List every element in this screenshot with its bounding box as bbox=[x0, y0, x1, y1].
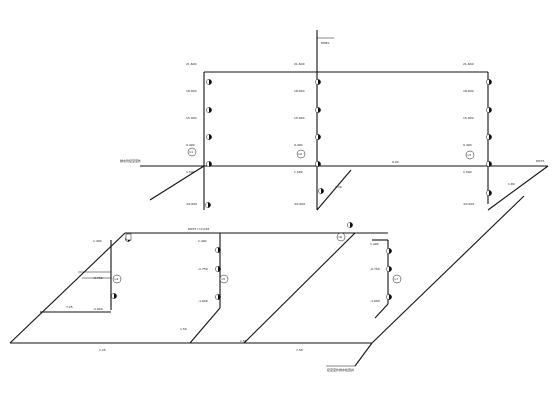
upper-fixtures bbox=[205, 79, 492, 208]
lower-dim-2: 1.50 bbox=[180, 327, 187, 331]
elev-right-2: 15.000 bbox=[463, 116, 474, 120]
fixture-symbol bbox=[206, 134, 212, 140]
fixture-symbol bbox=[215, 247, 221, 253]
fixture-symbol bbox=[315, 161, 321, 167]
riser-tag-l1: L1 bbox=[190, 150, 194, 154]
fixture-symbol bbox=[206, 79, 212, 85]
fixture-symbol bbox=[315, 107, 321, 113]
lower-fixtures bbox=[111, 222, 392, 300]
lower-outlet-note: 接至室外排水检查井 bbox=[327, 367, 354, 372]
elevations-mid-riser: 21.600 18.000 15.000 9.400 1.500 ±0.000 bbox=[294, 62, 305, 206]
cleanout-box bbox=[125, 233, 132, 241]
riser-tag-circle bbox=[336, 232, 346, 242]
elev-mid-0: 21.600 bbox=[294, 62, 305, 66]
upper-right-note: DN75 bbox=[536, 159, 544, 163]
upper-main-dim: 9.00 bbox=[392, 160, 399, 164]
riser-tag-l5: L5 bbox=[222, 277, 226, 281]
riser-tag-circle bbox=[392, 274, 402, 284]
riser-tag-l4: L4 bbox=[115, 277, 119, 281]
fixture-symbol bbox=[318, 188, 324, 194]
riser-tag-l6: L6 bbox=[339, 235, 343, 239]
riser-tag-l3: L3 bbox=[468, 153, 472, 157]
elev-left-4: 1.500 bbox=[186, 170, 195, 174]
fixture-symbol bbox=[315, 134, 321, 140]
lower-elevations-right: 1.400 -0.750 -1.600 bbox=[370, 242, 380, 303]
fixture-symbol bbox=[206, 107, 212, 113]
lower-riser-tags: L4 L5 L6 L7 bbox=[112, 232, 402, 284]
upper-mid-diagonal bbox=[316, 169, 352, 211]
lower-frame-right bbox=[371, 195, 525, 344]
lower-elev-left-1: -0.750 bbox=[93, 276, 103, 280]
lower-elev-right-1: -0.750 bbox=[370, 267, 380, 271]
fixture-symbol bbox=[215, 266, 221, 272]
fixture-symbol bbox=[486, 79, 492, 85]
elev-left-0: 21.600 bbox=[186, 62, 197, 66]
fixture-symbol bbox=[315, 79, 321, 85]
elev-mid-2: 15.000 bbox=[294, 116, 305, 120]
lower-dim-4: 7.50 bbox=[296, 348, 303, 352]
lower-dim-1: 1.25 bbox=[99, 348, 106, 352]
lower-elev-mid-1: -0.750 bbox=[198, 267, 208, 271]
riser-tag-circle bbox=[219, 274, 229, 284]
fixture-symbol bbox=[206, 161, 212, 167]
lower-dim-3: 1.50 bbox=[240, 339, 247, 343]
fixture-symbol bbox=[486, 107, 492, 113]
lower-elevations-mid: 1.400 -0.750 -1.600 bbox=[198, 239, 208, 303]
fixture-symbol bbox=[486, 190, 492, 196]
upper-left-diagonal bbox=[149, 165, 205, 201]
elev-mid-4: 1.500 bbox=[294, 170, 303, 174]
elev-left-2: 15.000 bbox=[186, 116, 197, 120]
fixture-symbol bbox=[486, 134, 492, 140]
lower-right-diagonal bbox=[374, 303, 389, 319]
lower-elev-right-2: -1.600 bbox=[370, 299, 380, 303]
lower-elev-mid-0: 1.400 bbox=[198, 239, 207, 243]
lower-mid-diagonal bbox=[189, 307, 221, 344]
fixture-symbol bbox=[215, 294, 221, 300]
lower-elev-left-2: -1.600 bbox=[93, 307, 103, 311]
elev-left-1: 18.000 bbox=[186, 89, 197, 93]
elev-mid-1: 18.000 bbox=[294, 89, 305, 93]
fixture-symbol bbox=[486, 161, 492, 167]
riser-tag-circle bbox=[112, 274, 122, 284]
lower-elev-left-0: 1.400 bbox=[93, 239, 102, 243]
upper-outlet-note: 排水管接至室外 bbox=[120, 158, 141, 163]
upper-diag-dim-2: 1.00 bbox=[335, 185, 342, 189]
elev-right-1: 18.000 bbox=[463, 89, 474, 93]
elevations-right-riser: 21.600 18.000 15.000 9.400 1.500 ±0.000 bbox=[463, 62, 474, 206]
roof-vent-note: DN50 bbox=[321, 41, 329, 45]
riser-tag-circle bbox=[296, 149, 306, 159]
elev-right-5: ±0.000 bbox=[463, 202, 474, 206]
fixture-symbol bbox=[386, 248, 392, 254]
lower-outlet-pipe bbox=[354, 342, 373, 367]
lower-frame-left bbox=[9, 232, 126, 344]
elev-right-3: 9.400 bbox=[463, 143, 472, 147]
elev-left-3: 9.400 bbox=[186, 143, 195, 147]
elev-mid-3: 9.400 bbox=[294, 143, 303, 147]
upper-diag-dim-1: 1.80 bbox=[508, 182, 515, 186]
riser-tag-l7: L7 bbox=[395, 277, 399, 281]
fixture-symbol bbox=[347, 222, 353, 228]
fixture-symbol bbox=[386, 294, 392, 300]
elevations-left-riser: 21.600 18.000 15.000 9.400 1.500 ±0.000 bbox=[186, 62, 197, 206]
elev-right-0: 21.600 bbox=[463, 62, 474, 66]
lower-elev-right-0: 1.400 bbox=[370, 242, 379, 246]
upper-riser-tags: L1 L2 L3 bbox=[187, 147, 475, 160]
lower-elev-mid-2: -1.600 bbox=[198, 299, 208, 303]
riser-tag-circle bbox=[465, 150, 475, 160]
elev-mid-5: ±0.000 bbox=[294, 202, 305, 206]
fixture-symbol bbox=[111, 293, 117, 299]
fixture-symbol bbox=[205, 202, 211, 208]
elev-right-4: 1.500 bbox=[463, 170, 472, 174]
lower-frame-mid bbox=[243, 232, 356, 344]
lower-dim-0: 7.25 bbox=[66, 305, 73, 309]
elev-left-5: ±0.000 bbox=[186, 202, 197, 206]
riser-tag-l2: L2 bbox=[299, 152, 303, 156]
lower-header-note: DN75 i=0.026 bbox=[188, 227, 209, 231]
fixture-symbol bbox=[386, 266, 392, 272]
riser-tag-circle bbox=[187, 147, 197, 157]
lower-elevations-left: 1.400 -0.750 -1.600 bbox=[93, 239, 103, 311]
upper-right-diagonal bbox=[487, 165, 549, 211]
